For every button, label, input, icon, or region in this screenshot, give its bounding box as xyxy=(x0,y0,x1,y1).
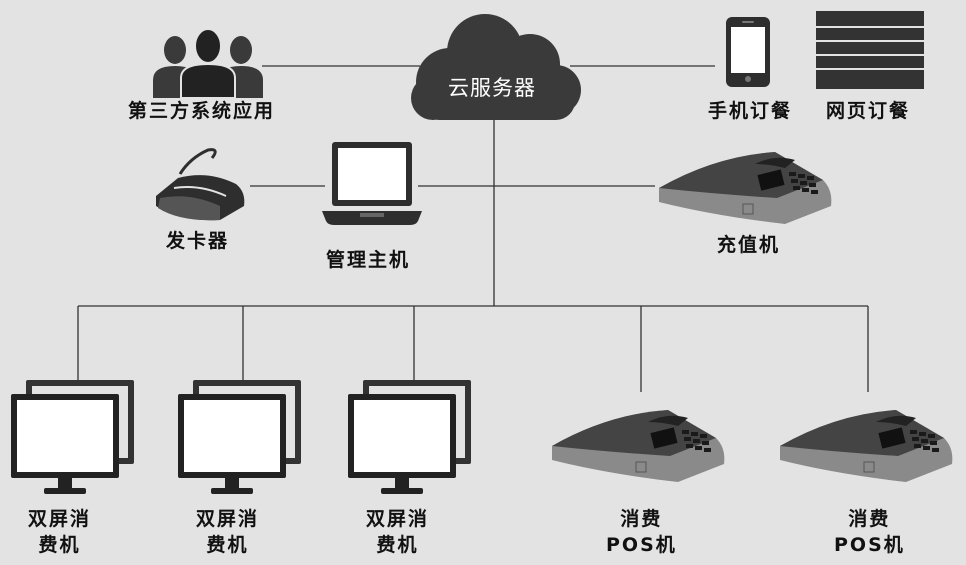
webpage-icon xyxy=(816,11,924,89)
card-issuer-label: 发卡器 xyxy=(166,230,230,252)
management-host-label: 管理主机 xyxy=(326,249,411,271)
pos-terminal-icon xyxy=(780,410,953,482)
terminal-label-5: 消费 POS机 xyxy=(834,508,905,556)
cloud-server-label: 云服务器 xyxy=(448,76,536,100)
terminal-label-3: 双屏消 费机 xyxy=(366,508,430,556)
terminal-label-1: 双屏消 费机 xyxy=(28,508,92,556)
pos-terminal-icon xyxy=(659,152,832,224)
laptop-icon xyxy=(322,142,422,225)
card-reader-icon xyxy=(156,148,245,221)
users-icon xyxy=(153,28,263,98)
recharge-machine-label: 充值机 xyxy=(717,234,781,256)
terminal-label-4: 消费 POS机 xyxy=(606,508,677,556)
mobile-order-label: 手机订餐 xyxy=(708,100,793,122)
pos-terminal-icon xyxy=(552,410,725,482)
third-party-label: 第三方系统应用 xyxy=(128,100,276,122)
dual-monitor-icon xyxy=(178,380,301,494)
dual-monitor-icon xyxy=(11,380,134,494)
web-order-label: 网页订餐 xyxy=(826,100,911,122)
terminal-label-2: 双屏消 费机 xyxy=(196,508,260,556)
smartphone-icon xyxy=(726,17,770,87)
dual-monitor-icon xyxy=(348,380,471,494)
